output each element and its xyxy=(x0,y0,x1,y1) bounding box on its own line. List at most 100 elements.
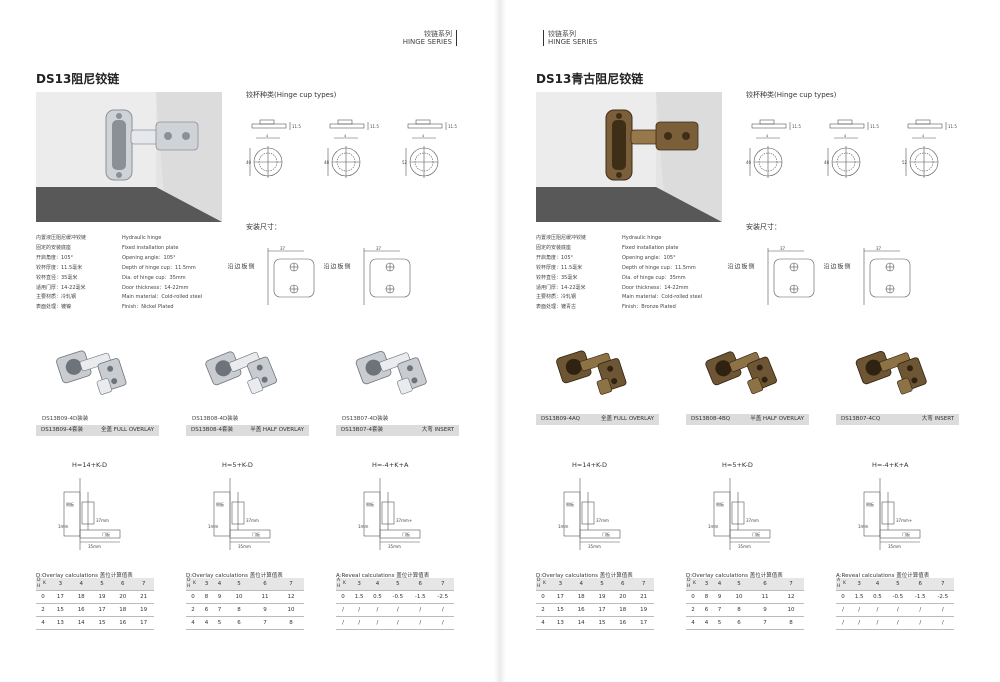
col-var-label: K xyxy=(43,581,46,586)
table-cell: 10 xyxy=(226,590,252,604)
table-cell: 19 xyxy=(591,590,613,604)
table-cell: 8 xyxy=(700,590,713,604)
overlay-formula: H=-4+K+A xyxy=(372,461,409,469)
mounting-detail: 侧板 37mm 1mm 门板 35mm xyxy=(558,472,628,558)
col-var-label: K xyxy=(543,581,546,586)
col-header: 4 xyxy=(868,578,887,591)
svg-text:4: 4 xyxy=(922,134,925,138)
table-cell: 6 xyxy=(726,616,752,630)
calc-table-title: D:Overlay calculations 盖位计算值表 xyxy=(36,573,133,579)
col-header: 3 xyxy=(50,578,71,591)
overlay-formula: H=-4+K+A xyxy=(872,461,909,469)
cup-diagram: 11.5 40 4 xyxy=(246,118,310,192)
table-cell: 7 xyxy=(213,603,226,617)
install-drawing: 37 xyxy=(850,245,920,311)
table-cell: 6 xyxy=(700,603,713,617)
spec-cn: 内置液压阻尼缓冲铰链 xyxy=(536,235,587,241)
table-cell: / xyxy=(850,603,869,617)
table-cell: 17 xyxy=(633,616,654,630)
table-cell: 18 xyxy=(612,603,634,617)
table-cell: 18 xyxy=(570,590,592,604)
installation-diagram: 37 xyxy=(363,246,411,305)
table-cell: 9 xyxy=(752,603,778,617)
product-overlay-type: 半盖 HALF OVERLAY xyxy=(250,427,304,433)
table-cell: 20 xyxy=(612,590,634,604)
table-cell: 5 xyxy=(213,616,226,630)
table-cell: 13 xyxy=(550,616,571,630)
svg-text:11.5: 11.5 xyxy=(870,124,879,129)
col-header: 4 xyxy=(368,578,387,591)
table-cell: 18 xyxy=(70,590,92,604)
page-gutter-shadow xyxy=(494,0,506,682)
svg-text:35mm: 35mm xyxy=(738,544,751,549)
cup-diagram: 11.5 52 4 xyxy=(902,118,966,192)
product-box-code: DS13B07-4套装 xyxy=(341,427,383,433)
table-cell: -0.5 xyxy=(886,590,910,604)
spec-cn: 适用门厚：14-22毫米 xyxy=(536,284,586,291)
col-header: 6 xyxy=(612,578,634,591)
table-cell: 9 xyxy=(252,603,278,617)
calc-table-title: A:Reveal calculations 盖位计算值表 xyxy=(336,573,430,579)
hinge-cup-diagram: 11.5 48 4 xyxy=(324,119,379,178)
hinge-photo-frame xyxy=(536,92,722,222)
table-cell: 11 xyxy=(752,590,778,604)
table-cell: / xyxy=(836,616,850,630)
product-overlay-type: 半盖 HALF OVERLAY xyxy=(750,416,804,422)
col-header: 5 xyxy=(386,578,410,591)
mounting-detail: 侧板 37mm+ 1mm 门板 35mm xyxy=(358,472,428,558)
mounting-detail: 侧板 37mm 1mm 门板 35mm xyxy=(58,472,128,558)
svg-text:门板: 门板 xyxy=(402,531,410,537)
mounting-detail-diagram: 侧板 37mm+ 1mm 门板 35mm xyxy=(358,478,421,550)
mounting-detail-diagram: 侧板 37mm 1mm 门板 35mm xyxy=(58,478,121,550)
col-header: 3 xyxy=(200,578,213,591)
table-cell: 5 xyxy=(713,616,726,630)
table-cell: 8 xyxy=(726,603,752,617)
spec-cn: 铰杯厚度：11.5毫米 xyxy=(536,264,583,271)
hinge-photo xyxy=(36,92,222,222)
table-cell: / xyxy=(368,603,387,617)
cup-types-label: 铰杯种类(Hinge cup types) xyxy=(746,91,837,99)
col-header: 3 xyxy=(850,578,869,591)
row-var-label: A xyxy=(837,578,841,583)
table-row: ////// xyxy=(836,616,954,630)
table-cell: / xyxy=(336,616,350,630)
product-box-code: DS13B09-4套装 xyxy=(41,427,83,433)
table-cell: 11 xyxy=(252,590,278,604)
spec-en: Main material：Cold-rolled steel xyxy=(122,294,203,301)
svg-text:37mm+: 37mm+ xyxy=(396,518,412,523)
installation-diagram: 37 xyxy=(767,246,815,305)
row-var-label-2: H xyxy=(37,584,41,589)
table-cell: / xyxy=(386,616,410,630)
table-cell: 21 xyxy=(633,590,654,604)
table-cell: 1.5 xyxy=(350,590,369,604)
svg-text:35mm: 35mm xyxy=(88,544,101,549)
table-cell: 10 xyxy=(778,603,804,617)
svg-text:侧板: 侧板 xyxy=(66,501,74,507)
row-var-label: D xyxy=(187,578,191,583)
svg-text:1mm: 1mm xyxy=(858,524,868,529)
col-header: 6 xyxy=(112,578,134,591)
hinge-product-photo xyxy=(705,351,777,395)
svg-text:4: 4 xyxy=(266,134,269,138)
svg-text:11.5: 11.5 xyxy=(792,124,801,129)
col-header: 3 xyxy=(700,578,713,591)
mounting-detail-diagram: 侧板 37mm 1mm 门板 35mm xyxy=(208,478,271,550)
table-cell: 9 xyxy=(713,590,726,604)
spec-en: Finish：Nickel Plated xyxy=(122,304,174,311)
cup-diagram: 11.5 48 4 xyxy=(824,118,888,192)
svg-text:1mm: 1mm xyxy=(208,524,218,529)
product-image xyxy=(704,338,784,410)
svg-text:11.5: 11.5 xyxy=(448,124,457,129)
spec-en: Dia. of hinge cup：35mm xyxy=(622,274,686,281)
